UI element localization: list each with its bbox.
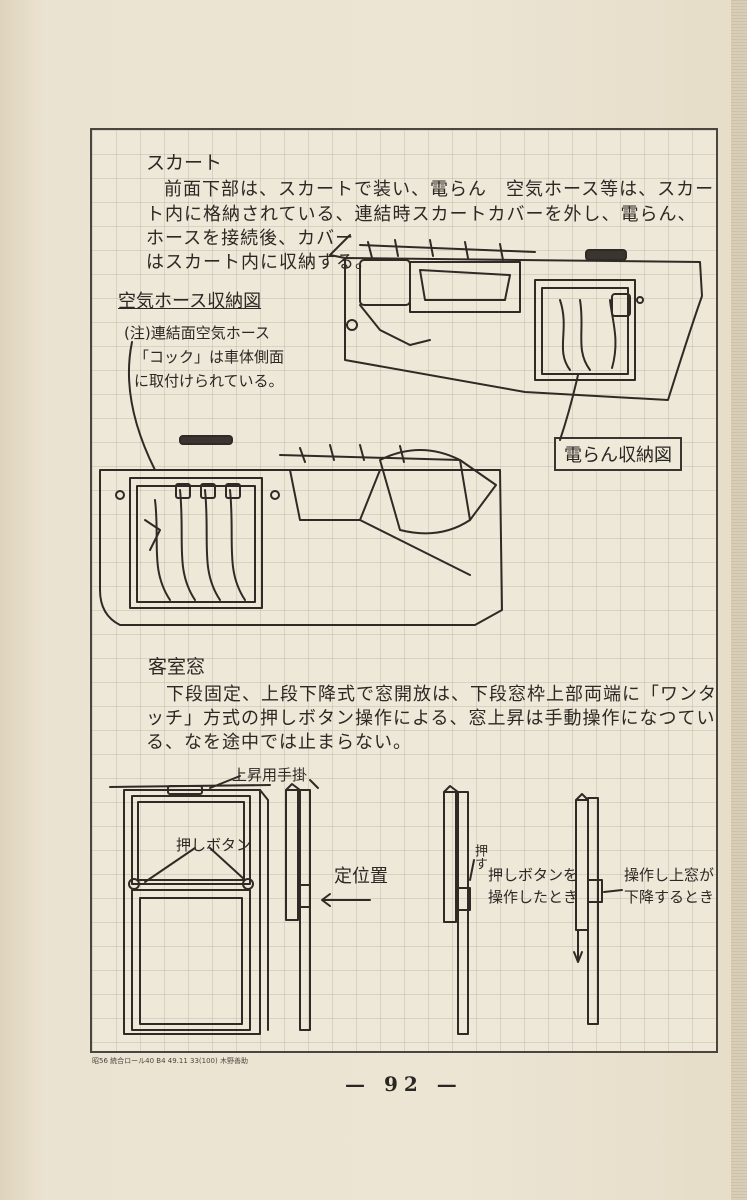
skirt-text-line-4: はスカート内に収納する。 [146,252,374,273]
when-lowering-label-1: 操作し上窓が [624,866,715,884]
page-number: — 92 — [345,1072,463,1096]
window-text-line-2: ッチ」方式の押しボタン操作による、窓上昇は手動操作になつてい [146,708,716,729]
window-section-lowering [573,793,623,1025]
lift-handle-label: 上昇用手掛 [232,766,308,784]
page-number-value: 92 [383,1072,424,1096]
skirt-text-line-2: ト内に格納されている、連結時スカートカバーを外し、電らん、 [146,204,697,225]
skirt-heading: スカート [146,152,223,174]
air-hose-heading: 空気ホース収納図 [118,291,262,312]
upper-skirt-drawing [344,239,703,401]
book-spine-edge [731,0,747,1200]
lower-skirt-drawing [99,435,503,626]
air-hose-note-line-3: に取付けられている。 [134,372,284,390]
air-hose-note-line-1: (注)連結面空気ホース [124,324,270,342]
fixed-position-label: 定位置 [334,866,388,887]
when-pushed-label-1: 押しボタンを [488,866,579,884]
skirt-leader-line [329,234,351,259]
air-hose-note-line-2: 「コック」は車体側面 [134,348,285,366]
air-hose-leader-line [127,341,156,471]
when-pushed-label-2: 操作したとき [488,888,579,906]
window-section-fixed [285,779,371,1031]
skirt-text-line-1: 前面下部は、スカートで装い、電らん 空気ホース等は、スカー [164,179,715,200]
when-lowering-label-2: 下降するとき [624,888,715,906]
window-heading: 客室窓 [148,656,206,678]
push-small-label: 押す [472,844,487,870]
cable-storage-label: 電らん収納図 [554,437,682,471]
window-text-line-3: る、なを途中では止まらない。 [146,732,412,753]
cable-leader-line [559,374,579,441]
window-section-pushed [443,785,475,1035]
push-button-label: 押しボタン [176,836,252,854]
skirt-text-line-3: ホースを接続後、カバー [146,228,355,249]
print-note: 昭56 統合ロール40 B4 49.11 33(100) 木野善助 [92,1057,248,1065]
window-text-line-1: 下段固定、上段下降式で窓開放は、下段窓枠上部両端に「ワンタ [166,684,717,705]
window-front-view [109,775,271,1035]
